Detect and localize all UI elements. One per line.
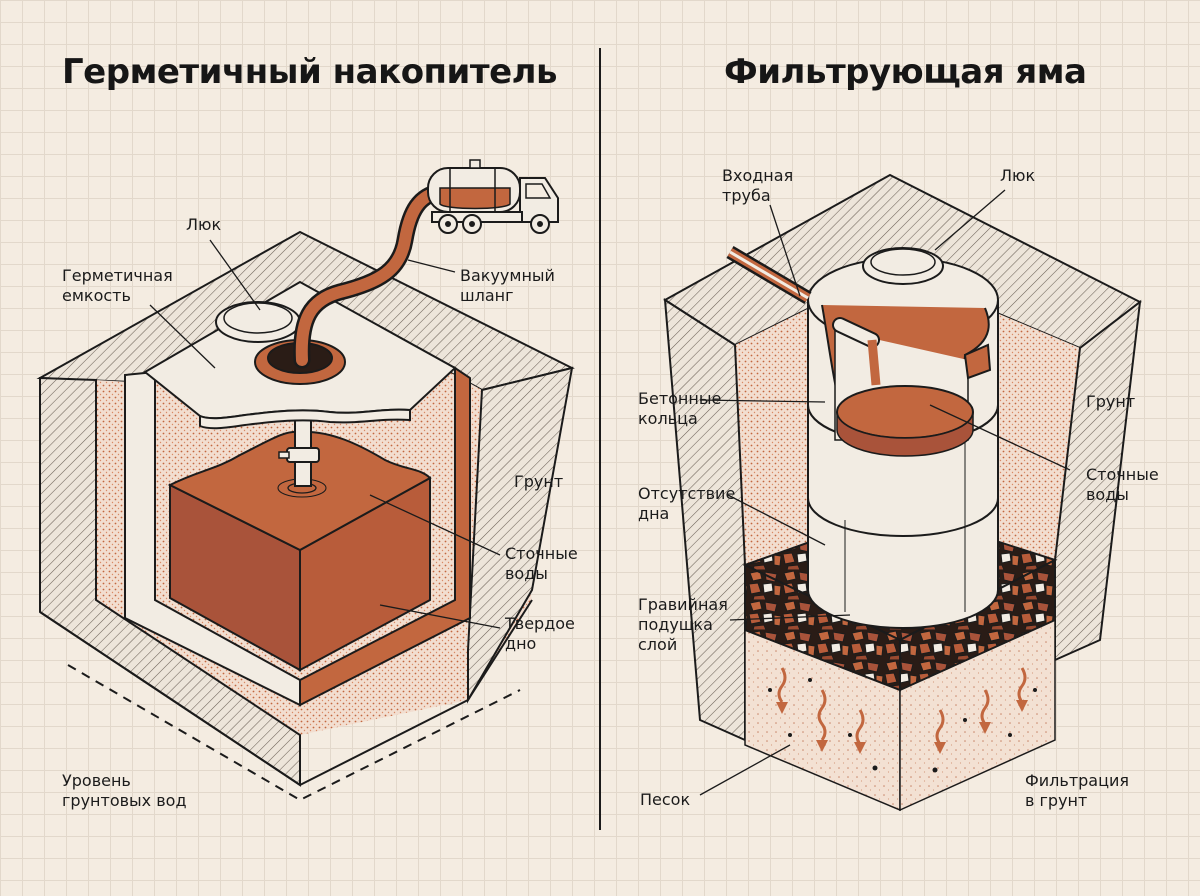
label-filtration: Фильтрация в грунт [1025, 771, 1129, 811]
filtration-arrows [777, 667, 1027, 745]
label-gravel-line3: слой [638, 635, 678, 654]
label-hatch-left: Люк [186, 215, 222, 234]
label-solid-bottom-line2: дно [505, 634, 537, 653]
left-title: Герметичный накопитель [62, 52, 558, 92]
groundwater-level-line [67, 664, 521, 802]
filter-pit-diagram [663, 173, 1142, 812]
label-hatch-right: Люк [1000, 166, 1036, 185]
label-inlet-pipe-line1: Входная [722, 166, 794, 185]
label-concrete-rings-line2: кольца [638, 409, 698, 428]
sealed-tank-diagram [36, 159, 575, 802]
label-gravel: Гравийная подушка слой [638, 595, 728, 655]
label-soil-left: Грунт [514, 472, 564, 491]
label-solid-bottom-line1: Твердое [505, 614, 575, 633]
label-filtration-line2: в грунт [1025, 791, 1088, 810]
label-sand: Песок [640, 790, 691, 809]
label-vacuum-hose-line1: Вакуумный [460, 266, 555, 285]
label-sealed-tank-line2: емкость [62, 286, 131, 305]
label-concrete-rings-line1: Бетонные [638, 389, 722, 408]
label-no-bottom: Отсутствие дна [638, 484, 735, 524]
label-sealed-tank-line1: Герметичная [62, 266, 173, 285]
label-no-bottom-line2: дна [638, 504, 670, 523]
label-concrete-rings: Бетонные кольца [638, 389, 721, 429]
label-groundwater-line2: грунтовых вод [62, 791, 187, 810]
label-no-bottom-line1: Отсутствие [638, 484, 736, 503]
label-inlet-pipe-line2: труба [722, 186, 771, 205]
label-waste-right: Сточные воды [1086, 465, 1159, 505]
label-waste-left-line1: Сточные [505, 544, 578, 563]
label-waste-left: Сточные воды [505, 544, 578, 584]
label-groundwater-line1: Уровень [62, 771, 131, 790]
label-sealed-tank: Герметичная емкость [62, 266, 173, 306]
vacuum-truck [427, 159, 559, 234]
label-solid-bottom: Твердое дно [505, 614, 575, 654]
label-soil-right: Грунт [1086, 392, 1136, 411]
right-title: Фильтрующая яма [724, 52, 1087, 92]
concrete-rings [807, 404, 999, 629]
label-groundwater: Уровень грунтовых вод [62, 771, 187, 811]
gravel-side [899, 558, 1056, 692]
label-gravel-line2: подушка [638, 615, 713, 634]
label-waste-right-line1: Сточные [1086, 465, 1159, 484]
label-gravel-line1: Гравийная [638, 595, 728, 614]
label-filtration-line1: Фильтрация [1025, 771, 1130, 790]
vacuum-hose [295, 186, 446, 366]
label-inlet-pipe: Входная труба [722, 166, 793, 206]
label-vacuum-hose: Вакуумный шланг [460, 266, 555, 306]
label-waste-right-line2: воды [1086, 485, 1129, 504]
soil-wall-right-right [1054, 299, 1142, 662]
label-vacuum-hose-line2: шланг [460, 286, 514, 305]
label-waste-left-line2: воды [505, 564, 548, 583]
inlet-pipe-inner [834, 319, 878, 346]
